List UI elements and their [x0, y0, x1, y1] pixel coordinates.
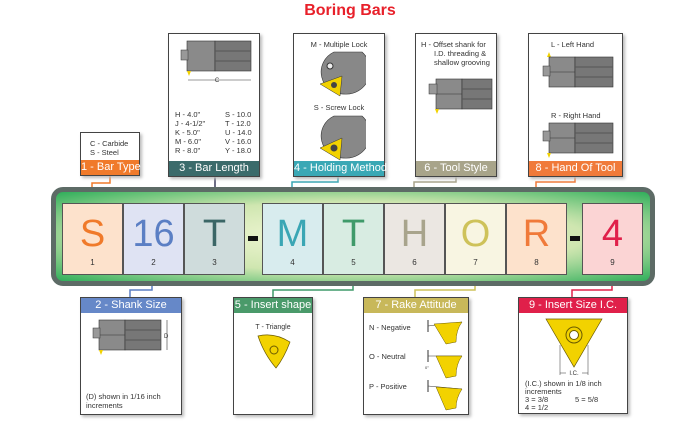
bar-type-box: C - Carbide S - Steel 1 - Bar Type — [80, 132, 141, 176]
shank-size-desc: (D) shown in 1/16 inch — [86, 392, 161, 401]
code-letter: 4 — [601, 213, 624, 255]
insert-size-header: 9 - Insert Size I.C. — [519, 298, 627, 313]
position-number: 6 — [412, 258, 417, 267]
position-number: 9 — [610, 258, 615, 267]
insert-size-value: 5 = 5/8 — [575, 395, 599, 404]
left-hand-label: L - Left Hand — [551, 40, 595, 49]
position-number: 1 — [90, 258, 95, 267]
length-option: Y - 18.0 — [225, 146, 252, 155]
screw-lock-label: S - Screw Lock — [313, 103, 365, 112]
neutral-angle-label: 0° — [425, 365, 429, 370]
triangle-insert-icon — [257, 334, 291, 369]
bar-type-header: 1 - Bar Type — [81, 160, 141, 175]
rake-positive-label: P - Positive — [369, 382, 407, 391]
code-letter: H — [400, 213, 429, 255]
hand-of-tool-box: L - Left Hand R - Right Hand 8 - Hand Of… — [528, 33, 623, 177]
rake-insert-icons: 0° — [425, 320, 463, 411]
length-option: R - 8.0" — [175, 146, 201, 155]
holding-method-header: 4 - Holding Method — [294, 161, 387, 176]
rake-negative-label: N - Negative — [369, 323, 411, 332]
screw-lock-icon — [319, 115, 366, 161]
rake-attitude-header: 7 - Rake Attitude — [364, 298, 468, 313]
insert-shape-header: 5 - Insert shape — [234, 298, 312, 313]
dimension-c-label: C — [215, 78, 220, 84]
right-hand-label: R - Right Hand — [551, 111, 601, 120]
length-option: V - 16.0 — [225, 137, 252, 146]
code-letter: O — [460, 213, 491, 255]
tool-style-desc: shallow grooving — [434, 58, 490, 67]
dimension-d-label: D — [164, 334, 169, 340]
code-letter: T — [202, 213, 227, 255]
multiple-lock-label: M - Multiple Lock — [310, 40, 368, 49]
insert-shape-box: 5 - Insert shape T - Triangle — [233, 297, 313, 415]
offset-shank-icon — [428, 78, 493, 114]
tool-style-desc: I.D. threading & — [434, 49, 487, 58]
tool-style-header: 6 - Tool Style — [416, 161, 496, 176]
holding-method-box: M - Multiple Lock S - Screw Lock 4 - Hol… — [293, 33, 387, 177]
shank-size-box: 2 - Shank Size D (D) shown in 1/16 inch … — [80, 297, 182, 415]
position-number: 3 — [212, 258, 217, 267]
insert-size-desc: (I.C.) shown in 1/8 inch — [525, 379, 602, 388]
left-hand-bar-icon — [542, 52, 614, 88]
position-number: 8 — [534, 258, 539, 267]
code-letter: S — [79, 213, 106, 255]
length-option: T - 12.0 — [225, 119, 251, 128]
code-letter: R — [522, 213, 551, 255]
code-letter: 16 — [132, 213, 175, 255]
position-number: 2 — [151, 258, 156, 267]
bar-length-box: C H - 4.0" J - 4-1/2" K - 5.0" M - 6.0" … — [168, 33, 260, 177]
rake-neutral-label: O - Neutral — [369, 352, 406, 361]
separator-dash — [248, 236, 258, 241]
bar-type-option: S - Steel — [90, 148, 119, 157]
rake-attitude-box: 7 - Rake Attitude N - Negative O - Neutr… — [363, 297, 469, 415]
insert-size-value: 4 = 1/2 — [525, 403, 549, 412]
position-number: 4 — [290, 258, 295, 267]
hand-of-tool-header: 8 - Hand Of Tool — [529, 161, 622, 176]
multiple-lock-icon — [319, 51, 366, 97]
right-hand-bar-icon — [542, 122, 614, 158]
tool-style-box: H - Offset shank for I.D. threading & sh… — [415, 33, 497, 177]
length-option: H - 4.0" — [175, 110, 201, 119]
insert-size-value: 3 = 3/8 — [525, 395, 549, 404]
triangle-label: T - Triangle — [255, 324, 291, 331]
shank-size-header: 2 - Shank Size — [81, 298, 181, 313]
position-number: 7 — [473, 258, 478, 267]
page-title: Boring Bars — [304, 2, 396, 19]
shank-size-bar-icon: D — [92, 319, 169, 355]
position-number: 5 — [351, 258, 356, 267]
shank-size-desc: increments — [86, 401, 123, 410]
insert-ic-icon: I.C. — [545, 318, 603, 377]
tool-style-desc: H - Offset shank for — [421, 40, 486, 49]
code-letter: M — [276, 213, 309, 255]
ic-dimension-label: I.C. — [569, 371, 579, 377]
bar-type-option: C - Carbide — [90, 139, 129, 148]
length-option: M - 6.0" — [175, 137, 202, 146]
bar-length-header: 3 - Bar Length — [169, 161, 259, 176]
boring-bar-icon: C — [180, 40, 252, 84]
code-letter: T — [341, 213, 366, 255]
length-option: S - 10.0 — [225, 110, 252, 119]
separator-dash — [570, 236, 580, 241]
length-option: K - 5.0" — [175, 128, 200, 137]
length-option: U - 14.0 — [225, 128, 252, 137]
insert-size-box: 9 - Insert Size I.C. I.C. (I.C.) shown i… — [518, 297, 628, 414]
insert-size-desc: increments — [525, 387, 562, 396]
length-option: J - 4-1/2" — [175, 119, 206, 128]
